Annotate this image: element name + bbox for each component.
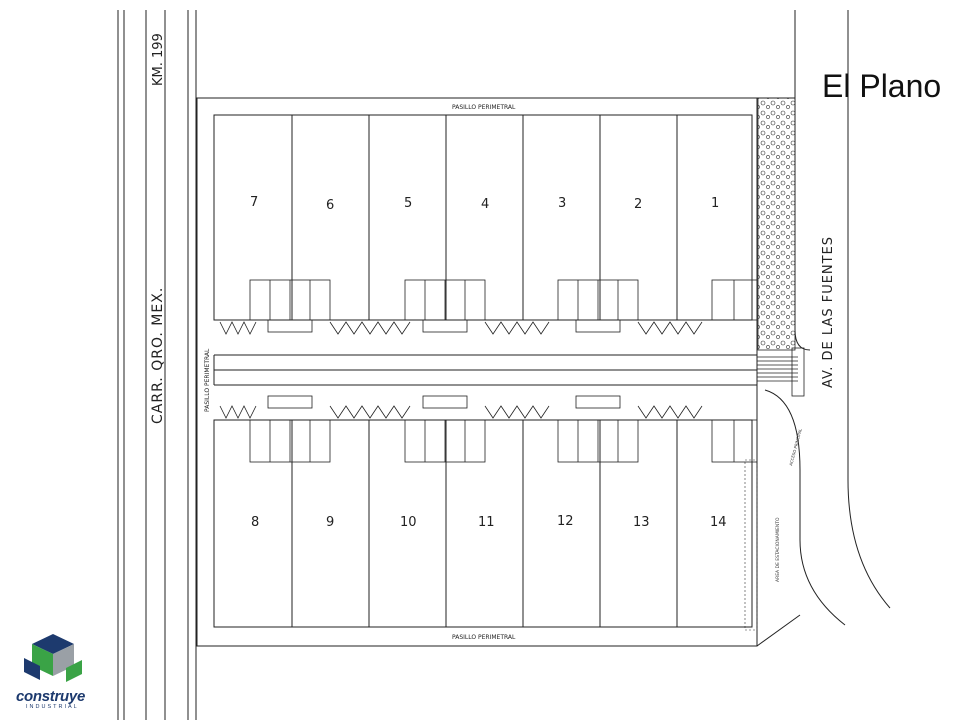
lot-number: 1	[711, 196, 719, 211]
site-boundary	[196, 97, 758, 647]
construye-logo: construye INDUSTRIAL	[10, 632, 110, 712]
lot-number: 8	[251, 515, 259, 530]
access-label: ACCESO PRINCIPAL	[788, 427, 803, 466]
lots-top-grid	[213, 114, 753, 321]
parking-area-label: AREA DE ESTACIONAMIENTO	[775, 517, 781, 582]
avenue-label: AV. DE LAS FUENTES	[821, 236, 836, 388]
lot-number: 6	[326, 198, 334, 213]
highway-label: CARR. QRO. MEX.	[150, 287, 166, 424]
highway-lines	[117, 10, 197, 720]
lot-number: 14	[710, 515, 727, 530]
lot-number: 3	[558, 196, 566, 211]
lot-number: 2	[634, 197, 642, 212]
perimeter-bottom-label: PASILLO PERIMETRAL	[452, 634, 516, 641]
km-marker-label: KM. 199	[151, 33, 166, 86]
loading-docks-bottom	[219, 395, 758, 463]
logo-cube-icon	[24, 634, 82, 682]
lot-number: 12	[557, 514, 574, 529]
landscape-area	[757, 97, 796, 351]
logo-subtitle: INDUSTRIAL	[26, 704, 79, 710]
loading-docks-top	[219, 279, 758, 335]
logo-wordmark: construye	[16, 688, 85, 705]
lot-number: 7	[250, 195, 258, 210]
central-road	[213, 354, 757, 386]
parking-area	[744, 459, 758, 631]
perimeter-top-label: PASILLO PERIMETRAL	[452, 104, 516, 111]
lot-numbers-top: 7 6 5 4 3 2 1	[250, 195, 719, 213]
lot-number: 9	[326, 515, 334, 530]
slide-title: El Plano	[822, 68, 942, 104]
perimeter-left-label: PASILLO PERIMETRAL	[204, 348, 211, 412]
lot-number: 13	[633, 515, 650, 530]
lots-bottom-grid	[213, 419, 753, 628]
lot-number: 11	[478, 515, 495, 530]
lot-number: 4	[481, 197, 489, 212]
lot-number: 10	[400, 515, 417, 530]
lot-numbers-bottom: 8 9 10 11 12 13 14	[251, 514, 727, 530]
lot-number: 5	[404, 196, 412, 211]
access-gate	[757, 347, 805, 397]
